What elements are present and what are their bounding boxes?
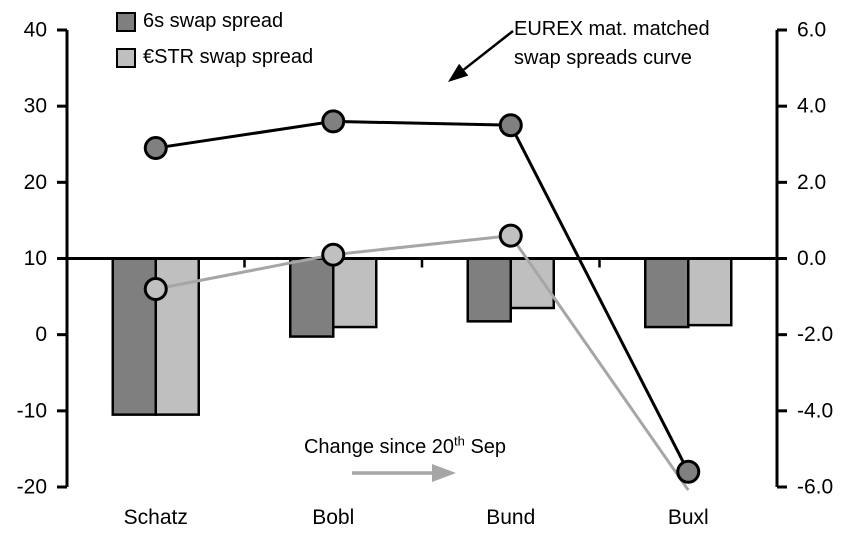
change-annotation-sup: th [454,433,465,449]
curve-annotation-arrow [462,30,514,71]
left-axis-tick-label: 40 [24,19,47,42]
left-axis-tick-label: -20 [17,476,47,499]
left-axis-tick-label: 0 [35,323,47,346]
line-series-1 [155,234,690,491]
change-annotation: Change since 20th Sep [240,433,570,459]
marker-1-Bund [498,223,523,248]
left-axis-tick-label: -10 [17,399,47,422]
bar-0-Bund [466,257,512,323]
right-axis-tick-label: -4.0 [797,399,833,422]
marker-0-Buxl [676,459,701,484]
right-axis-tick-label: -2.0 [797,323,833,346]
x-axis-category-label: Buxl [668,506,709,529]
legend-swatch-1 [116,47,136,68]
x-axis-category-label: Bund [486,506,535,529]
legend: 6s swap spread €STR swap spread [116,11,313,68]
marker-0-Schatz [143,136,168,161]
x-axis-category-label: Bobl [312,506,354,529]
change-annotation-text: Change since 20 [303,436,455,458]
x-axis-category-label: Schatz [124,506,188,529]
legend-item-1: €STR swap spread [116,47,313,68]
bar-1-Buxl [687,257,733,327]
right-axis-tick-label: -6.0 [797,476,833,499]
marker-0-Bund [498,113,523,138]
curve-annotation-arrowhead [448,63,469,82]
line-series-0 [155,119,690,473]
legend-item-0: 6s swap spread [116,11,313,32]
right-axis-tick-label: 2.0 [797,171,826,194]
change-arrowhead [432,464,456,482]
right-axis-tick-label: 4.0 [797,95,826,118]
bar-0-Buxl [644,257,690,329]
curve-annotation: EUREX mat. matched swap spreads curve [514,15,710,73]
curve-annotation-line2: swap spreads curve [514,47,692,69]
legend-swatch-0 [116,11,136,32]
left-axis-tick-label: 20 [24,171,47,194]
bar-1-Bobl [332,257,378,329]
curve-annotation-line1: EUREX mat. matched [514,18,710,40]
right-axis-tick-label: 6.0 [797,19,826,42]
left-axis-tick-label: 30 [24,95,47,118]
legend-label-1: €STR swap spread [143,46,314,68]
change-annotation-suffix: Sep [464,436,507,458]
marker-1-Schatz [143,276,168,301]
left-axis-tick-label: 10 [24,247,47,270]
right-axis-tick-label: 0.0 [797,247,826,270]
marker-1-Bobl [321,242,346,267]
legend-label-0: 6s swap spread [143,10,284,32]
bar-0-Bobl [289,257,335,338]
marker-0-Bobl [321,109,346,134]
